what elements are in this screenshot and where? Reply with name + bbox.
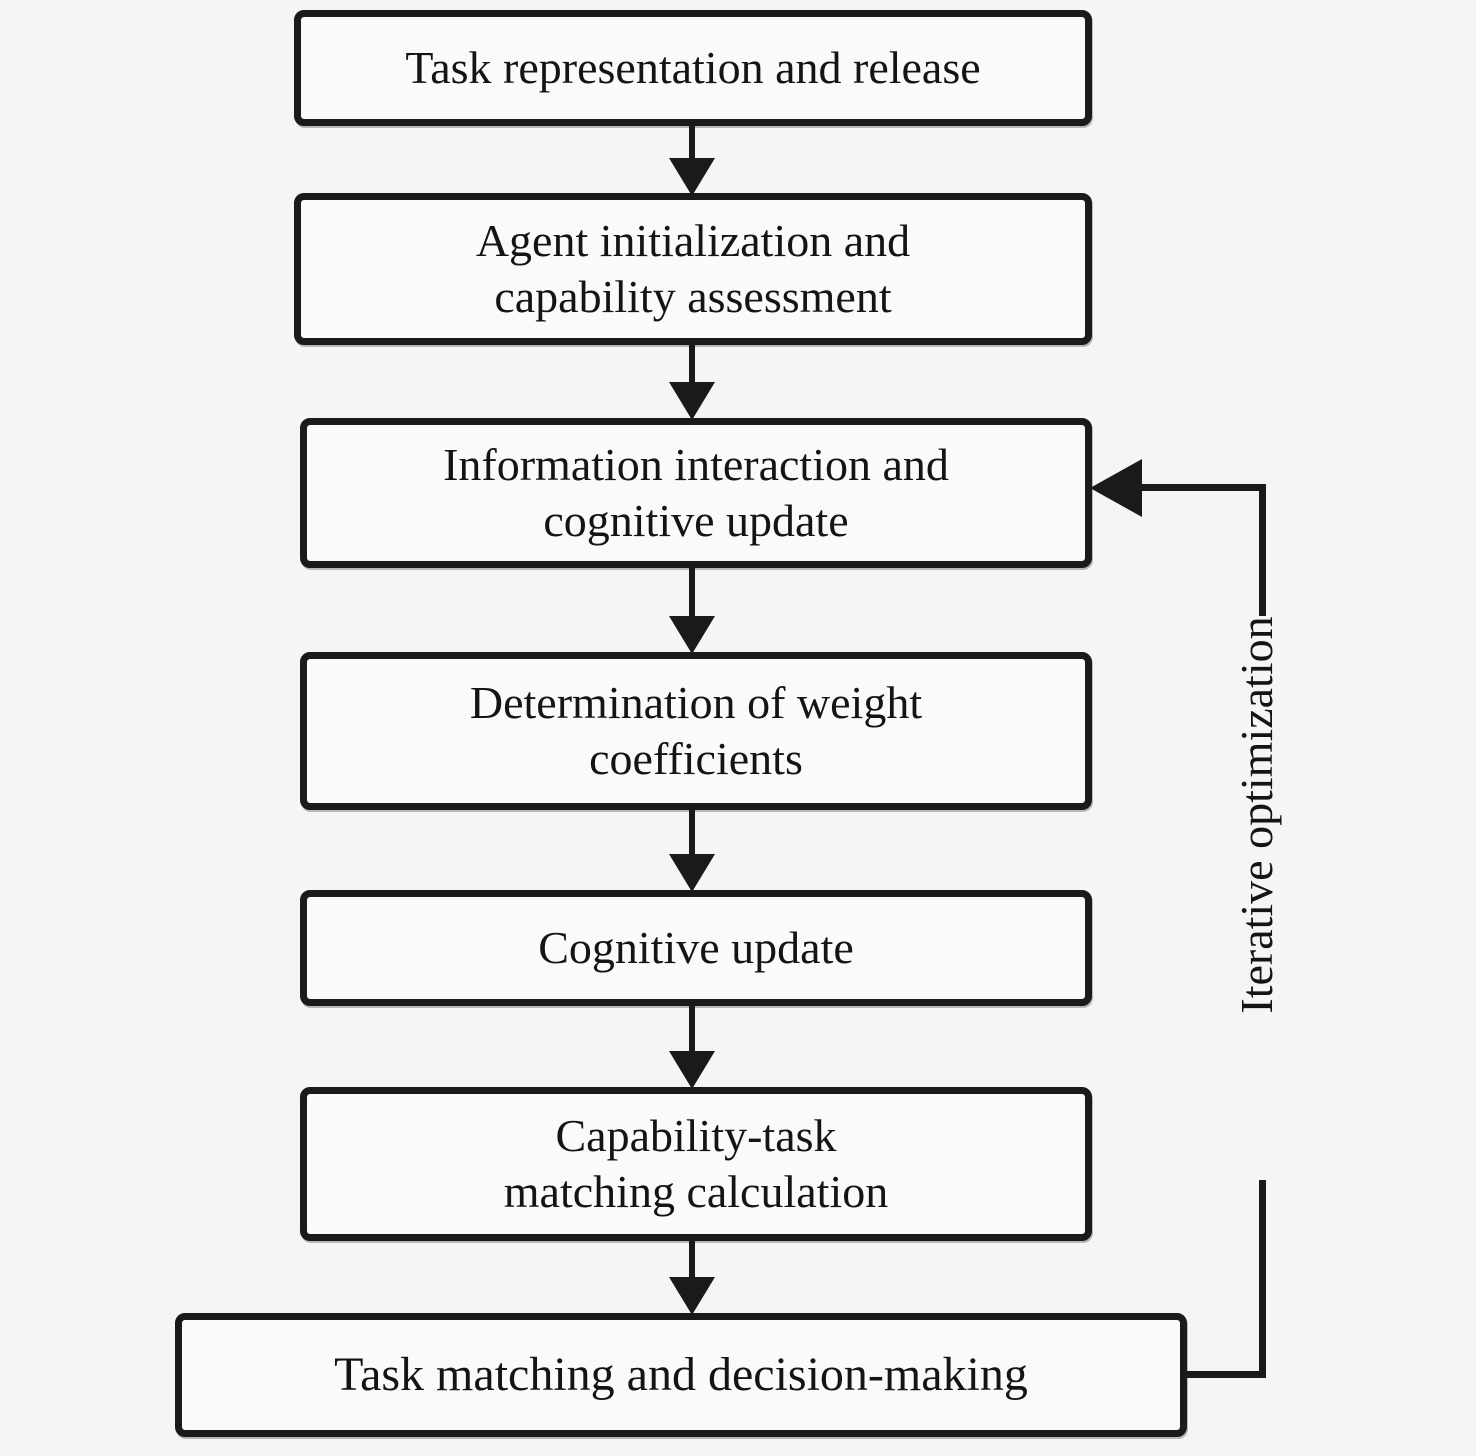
flow-arrow-5: [669, 1004, 715, 1089]
flow-arrow-1: [669, 124, 715, 196]
flow-arrow-4: [669, 808, 715, 892]
arrow-stem: [689, 808, 695, 854]
feedback-segment-lower-vertical: [1259, 1180, 1266, 1378]
arrow-down-icon: [669, 616, 715, 654]
arrow-stem: [689, 566, 695, 616]
flow-arrow-3: [669, 566, 715, 654]
node-agent-initialization-and-capability-assessment: Agent initialization and capability asse…: [294, 193, 1092, 345]
arrow-stem: [689, 1004, 695, 1051]
arrow-down-icon: [669, 382, 715, 420]
arrow-stem: [689, 1239, 695, 1277]
feedback-segment-bottom: [1185, 1371, 1266, 1378]
arrow-down-icon: [669, 854, 715, 892]
arrow-stem: [689, 344, 695, 382]
arrow-stem: [689, 124, 695, 158]
arrow-down-icon: [669, 158, 715, 196]
feedback-segment-upper-vertical: [1259, 484, 1266, 616]
node-capability-task-matching-calculation: Capability-task matching calculation: [300, 1087, 1092, 1241]
flow-arrow-6: [669, 1239, 715, 1315]
node-task-matching-and-decision-making: Task matching and decision-making: [175, 1313, 1187, 1437]
feedback-segment-top: [1132, 484, 1266, 491]
arrow-down-icon: [669, 1051, 715, 1089]
node-information-interaction-and-cognitive-update: Information interaction and cognitive up…: [300, 418, 1092, 568]
flow-arrow-2: [669, 344, 715, 420]
arrow-down-icon: [669, 1277, 715, 1315]
node-task-representation-and-release: Task representation and release: [294, 10, 1092, 126]
arrow-left-icon: [1090, 459, 1142, 517]
node-determination-of-weight-coefficients: Determination of weight coefficients: [300, 652, 1092, 810]
feedback-label-iterative-optimization: Iterative optimization: [1230, 616, 1282, 1014]
node-cognitive-update: Cognitive update: [300, 890, 1092, 1006]
